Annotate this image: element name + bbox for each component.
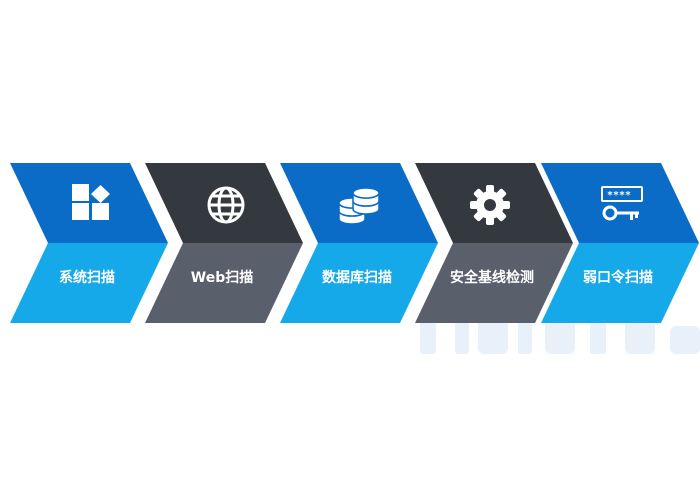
gear-icon	[470, 185, 510, 225]
database-icon	[338, 187, 380, 225]
step-label: 数据库扫描	[322, 270, 392, 286]
apps-grid-icon	[72, 184, 110, 220]
step-bottom-panel	[10, 243, 168, 323]
step-web-scan: Web扫描	[140, 163, 310, 323]
globe-icon	[207, 186, 245, 224]
step-bottom-panel	[145, 243, 303, 323]
step-bottom-panel	[541, 243, 699, 323]
svg-text:****: ****	[607, 190, 631, 201]
step-label: 安全基线检测	[450, 270, 534, 286]
step-database-scan: 数据库扫描	[275, 163, 445, 323]
step-label: Web扫描	[190, 270, 254, 286]
step-bottom-panel	[415, 243, 573, 323]
step-security-baseline-check: 安全基线检测	[410, 163, 580, 323]
step-bottom-panel	[280, 243, 438, 323]
step-top-panel	[145, 163, 303, 243]
step-label: 弱口令扫描	[583, 270, 653, 286]
step-system-scan: 系统扫描	[5, 163, 175, 323]
step-label: 系统扫描	[59, 270, 115, 286]
password-key-icon: ****	[601, 186, 643, 221]
step-weak-password-scan: **** 弱口令扫描	[536, 163, 700, 323]
step-top-panel	[541, 163, 699, 243]
